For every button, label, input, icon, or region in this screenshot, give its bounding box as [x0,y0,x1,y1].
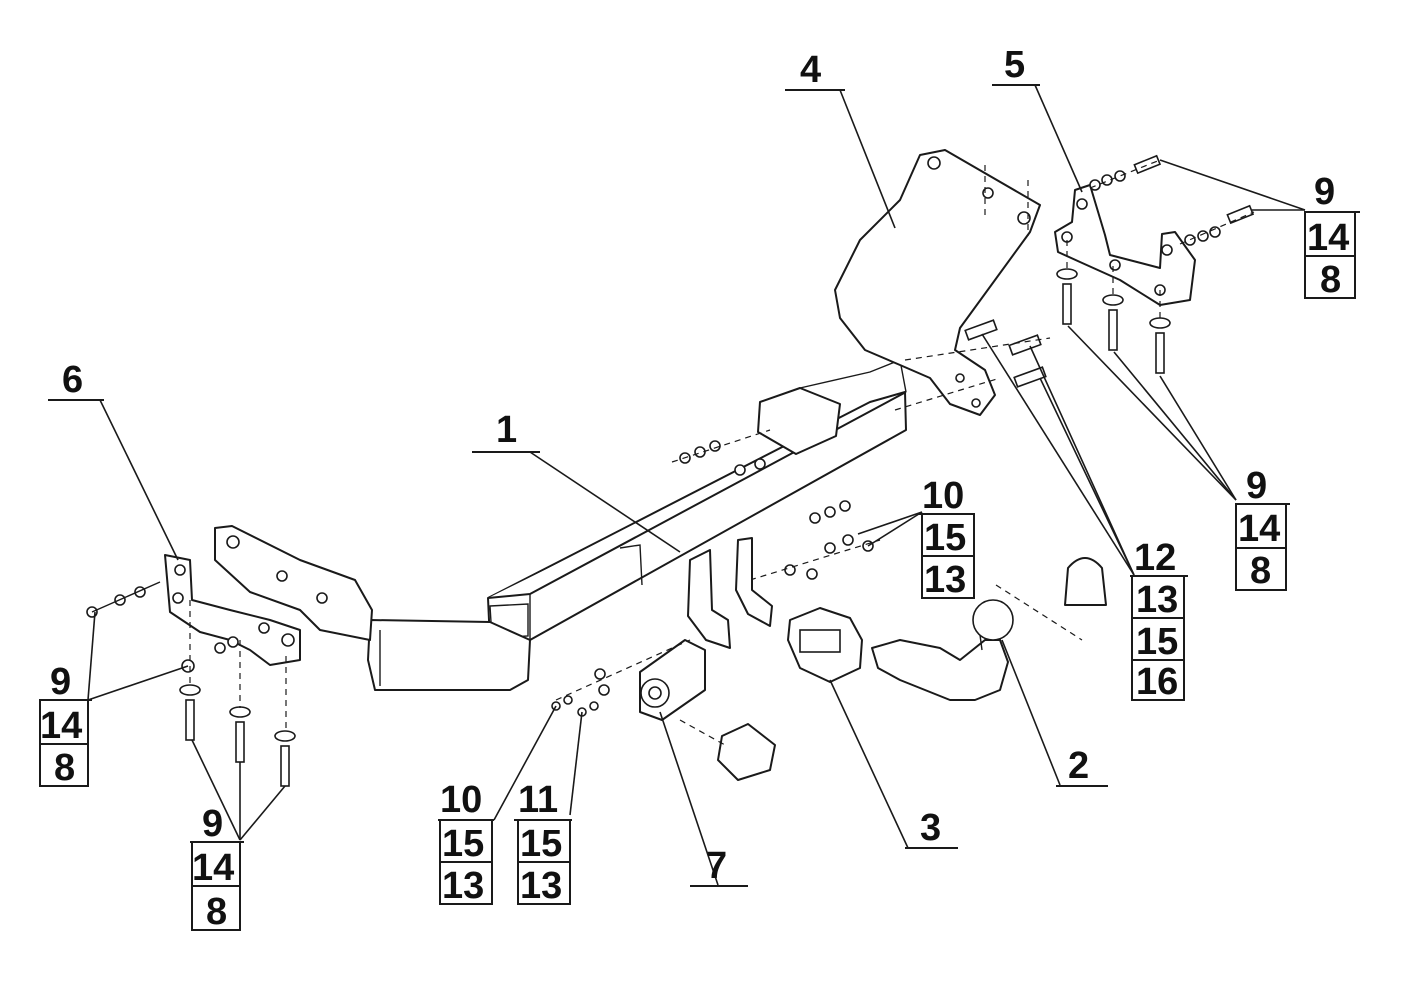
right-bracket-part-5 [1054,184,1196,306]
stack-center-upper-15: 15 [924,517,966,559]
stack-center-upper-10: 10 [922,475,964,517]
stack-center-lower-b-11: 11 [518,779,558,821]
crossbar-part-1 [367,359,907,691]
tow-ball-part-2 [871,557,1107,701]
callout-2: 2 [1068,745,1089,787]
stack-mid-right-14: 14 [1238,508,1280,550]
stack-center-upper-13: 13 [924,559,966,601]
left-bracket-part-6 [164,525,373,666]
rear-bracket-part-4 [834,149,1041,416]
callout-6: 6 [62,359,83,401]
stack-right-long-12: 12 [1134,537,1176,579]
stack-right-long: 12 13 15 16 [1130,537,1188,703]
stack-center-lower-a-13: 13 [442,865,484,907]
callouts: 1 4 5 6 7 3 2 [48,44,1108,887]
stack-center-lower-b-15: 15 [520,823,562,865]
fastener-hardware [86,154,1255,787]
stack-left-lower-8: 8 [206,891,227,933]
stack-mid-right-9: 9 [1246,465,1267,507]
stack-center-upper: 10 15 13 [918,475,975,601]
stack-center-lower-b: 11 15 13 [514,779,572,907]
callout-1: 1 [496,409,517,451]
stack-center-lower-a: 10 15 13 [438,779,494,907]
stack-top-right-14: 14 [1307,217,1349,259]
towbar-socket-part-3 [787,607,863,683]
stack-right-long-13: 13 [1136,579,1178,621]
callout-4: 4 [800,49,821,91]
stack-top-right: 9 14 8 [1304,171,1360,301]
stack-center-lower-a-10: 10 [440,779,482,821]
callout-7: 7 [706,845,727,887]
stack-left-lower-9: 9 [202,803,223,845]
stack-right-long-16: 16 [1136,661,1178,703]
leader-lines [87,84,1306,886]
stack-top-right-8: 8 [1320,259,1341,301]
stack-mid-right-8: 8 [1250,550,1271,592]
socket-plate-part-7 [639,639,776,781]
stack-left-lower: 9 14 8 [190,803,244,933]
callout-5: 5 [1004,44,1025,86]
stack-left-upper-8: 8 [54,747,75,789]
stack-left-upper: 9 14 8 [39,661,92,789]
stack-left-upper-9: 9 [50,661,71,703]
stack-center-lower-a-15: 15 [442,823,484,865]
stack-center-lower-b-13: 13 [520,865,562,907]
stack-left-upper-14: 14 [40,705,82,747]
stack-mid-right: 9 14 8 [1235,465,1290,592]
stack-left-lower-14: 14 [192,847,234,889]
stack-top-right-9: 9 [1314,171,1335,213]
callout-3: 3 [920,807,941,849]
stack-right-long-15: 15 [1136,621,1178,663]
